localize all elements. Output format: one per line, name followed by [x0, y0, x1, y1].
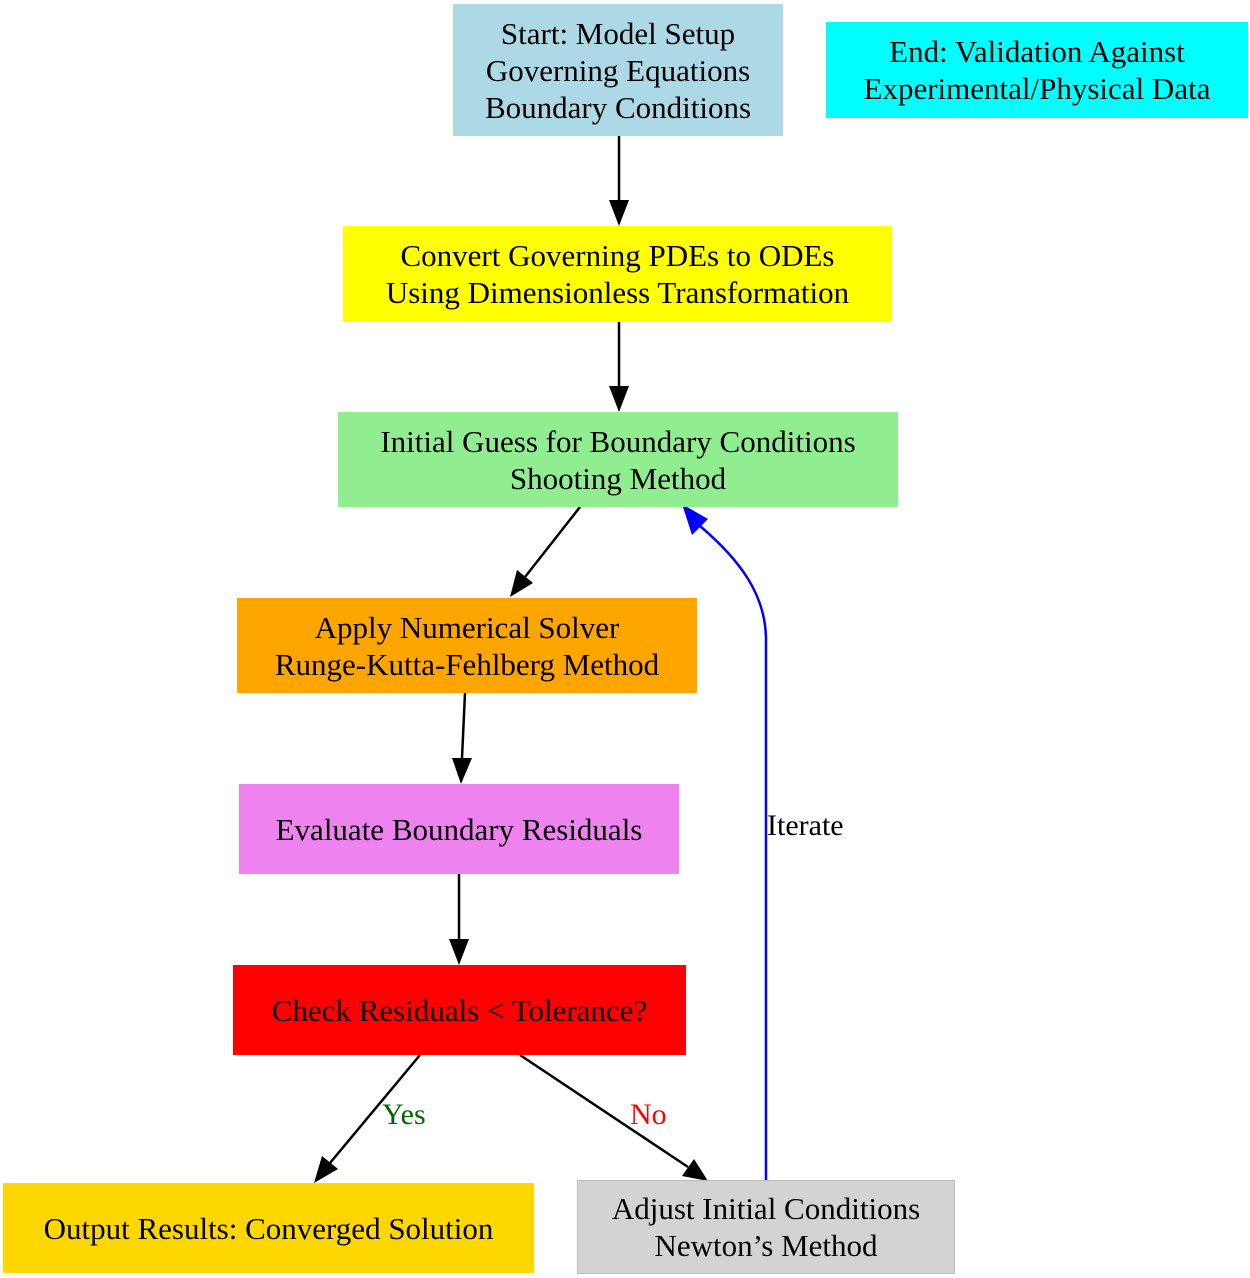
- adjust-node: Adjust Initial Conditions Newton’s Metho…: [577, 1180, 955, 1274]
- adjust-node-line-2: Newton’s Method: [654, 1228, 878, 1263]
- edge-check-to-output: [329, 1054, 421, 1164]
- adjust-node-line-1: Adjust Initial Conditions: [611, 1191, 921, 1226]
- arrowhead-check-to-output: [314, 1156, 338, 1183]
- edge-check-to-adjust: [519, 1053, 689, 1169]
- evaluate-node-line-1: Evaluate Boundary Residuals: [275, 811, 643, 847]
- edge-label-no: No: [630, 1098, 667, 1131]
- convert-node: Convert Governing PDEs to ODEs Using Dim…: [343, 226, 892, 322]
- end-node-line-1: End: Validation Against: [889, 34, 1185, 69]
- convert-node-line-2: Using Dimensionless Transformation: [385, 275, 850, 310]
- output-node-line-1: Output Results: Converged Solution: [43, 1210, 494, 1246]
- start-node-line-1: Start: Model Setup: [500, 15, 736, 51]
- output-node: Output Results: Converged Solution: [3, 1183, 534, 1273]
- arrowhead-check-to-adjust: [682, 1159, 708, 1181]
- check-node-line-1: Check Residuals < Tolerance?: [271, 992, 648, 1028]
- solver-node-line-2: Runge-Kutta-Fehlberg Method: [274, 646, 660, 682]
- solver-node-line-1: Apply Numerical Solver: [314, 609, 620, 645]
- start-node: Start: Model Setup Governing Equations B…: [453, 4, 783, 136]
- end-node-line-2: Experimental/Physical Data: [863, 71, 1211, 106]
- edge-label-iterate: Iterate: [767, 809, 844, 842]
- initial-guess-node-line-1: Initial Guess for Boundary Conditions: [380, 423, 856, 459]
- solver-node: Apply Numerical Solver Runge-Kutta-Fehlb…: [237, 598, 697, 693]
- arrowhead-start-to-convert: [609, 200, 629, 226]
- arrowhead-adjust-to-initial-guess: [682, 504, 708, 535]
- end-node: End: Validation Against Experimental/Phy…: [826, 22, 1248, 118]
- start-node-line-2: Governing Equations: [485, 52, 751, 88]
- start-node-line-3: Boundary Conditions: [484, 89, 752, 125]
- arrowhead-solver-to-evaluate: [452, 758, 472, 784]
- arrowhead-convert-to-initial-guess: [609, 386, 629, 412]
- edge-adjust-to-initial-guess: [699, 525, 768, 1180]
- edge-label-yes: Yes: [382, 1098, 426, 1131]
- edge-solver-to-evaluate: [460, 692, 467, 759]
- arrowhead-evaluate-to-check: [449, 939, 469, 965]
- convert-node-line-1: Convert Governing PDEs to ODEs: [400, 238, 835, 273]
- arrowhead-initial-guess-to-solver: [510, 570, 533, 597]
- check-node: Check Residuals < Tolerance?: [233, 965, 686, 1055]
- edge-initial-guess-to-solver: [524, 506, 581, 578]
- evaluate-node: Evaluate Boundary Residuals: [239, 784, 679, 874]
- initial-guess-node-line-2: Shooting Method: [509, 460, 727, 496]
- initial-guess-node: Initial Guess for Boundary Conditions Sh…: [338, 412, 898, 507]
